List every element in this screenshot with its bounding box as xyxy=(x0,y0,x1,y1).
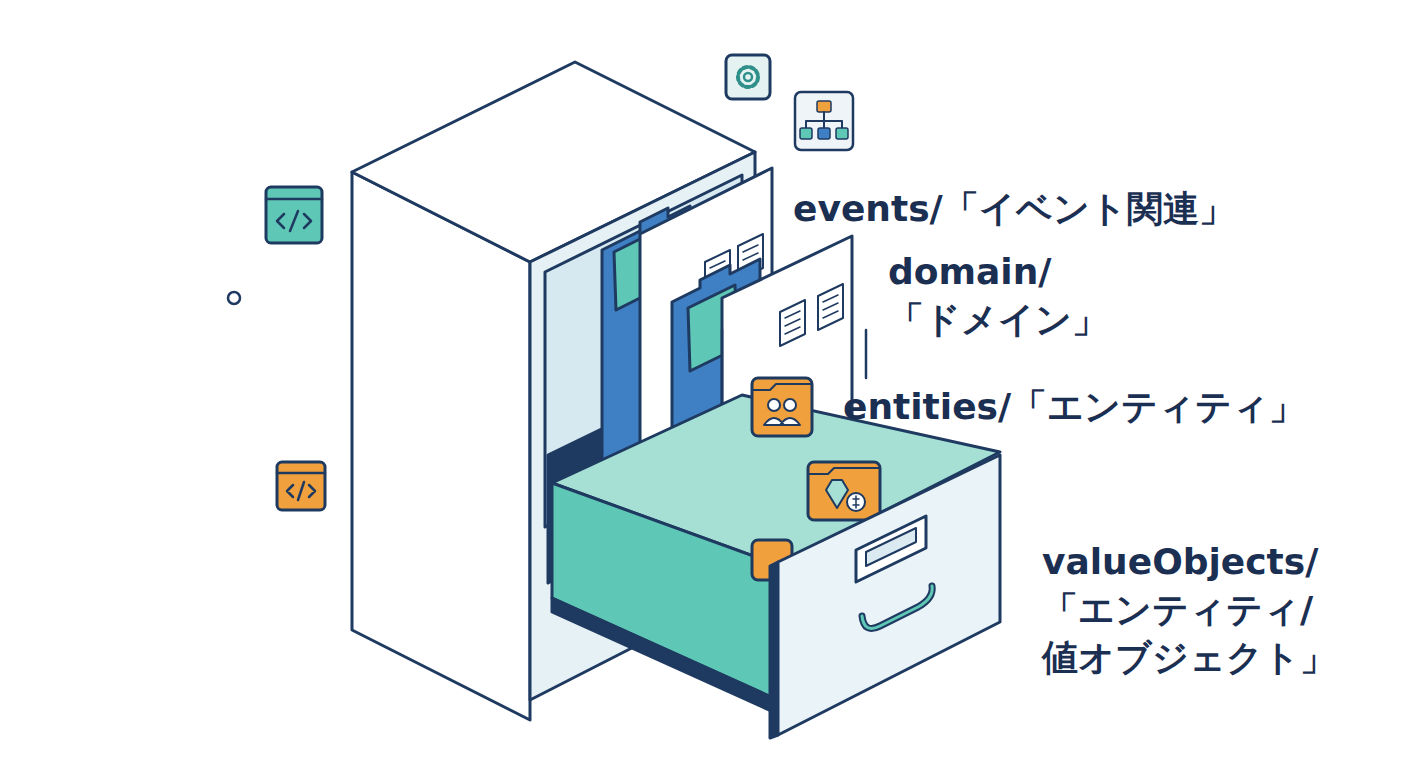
org-chart-icon xyxy=(795,92,853,150)
gear-teeth xyxy=(738,67,758,87)
folder-tab-line xyxy=(752,384,812,390)
code-symbol xyxy=(277,211,311,231)
folder-tab-line xyxy=(808,468,880,474)
document-lines xyxy=(785,311,800,334)
folder-label: events/「イベント関連」 xyxy=(793,185,1393,233)
drawer-rail xyxy=(552,598,778,714)
leader-line xyxy=(865,330,868,378)
drawer-handle xyxy=(862,586,932,628)
label-holder xyxy=(856,516,926,582)
person-icon xyxy=(768,399,780,411)
drawer-side xyxy=(552,483,778,700)
person-shoulders xyxy=(764,418,800,425)
person-icon xyxy=(784,399,796,411)
folder-label: valueObjects/ 「エンティティ/ 値オブジェクト」 xyxy=(1042,538,1382,682)
code-window-bar xyxy=(266,198,322,201)
org-chart-box xyxy=(817,101,831,112)
gear-hub xyxy=(744,73,752,81)
gem-icon xyxy=(826,480,848,508)
document-icon xyxy=(818,284,843,330)
gear-icon xyxy=(726,55,770,99)
cabinet-side xyxy=(352,172,530,720)
small-circle xyxy=(228,292,240,304)
folder-label: domain/ 「ドメイン」 xyxy=(888,248,1118,344)
folder-label: entities/「エンティティ」 xyxy=(843,383,1403,431)
coin-mark xyxy=(853,496,859,508)
code-window-bar xyxy=(277,472,325,475)
org-chart-lines xyxy=(806,112,842,128)
coin-icon xyxy=(847,493,865,511)
orange-folder-icon xyxy=(752,378,812,436)
code-symbol xyxy=(287,482,315,500)
document-lines xyxy=(823,295,838,318)
drawer-front xyxy=(778,455,1000,735)
org-chart-box xyxy=(836,128,848,139)
drawer-handle-highlight xyxy=(862,586,932,628)
org-chart-box xyxy=(818,128,830,139)
code-window-icon xyxy=(277,462,325,510)
org-chart-box xyxy=(800,128,812,139)
orange-folder-icon xyxy=(808,462,880,520)
code-window-icon xyxy=(266,187,322,243)
label-slot xyxy=(866,528,916,566)
document-icon xyxy=(780,300,805,346)
